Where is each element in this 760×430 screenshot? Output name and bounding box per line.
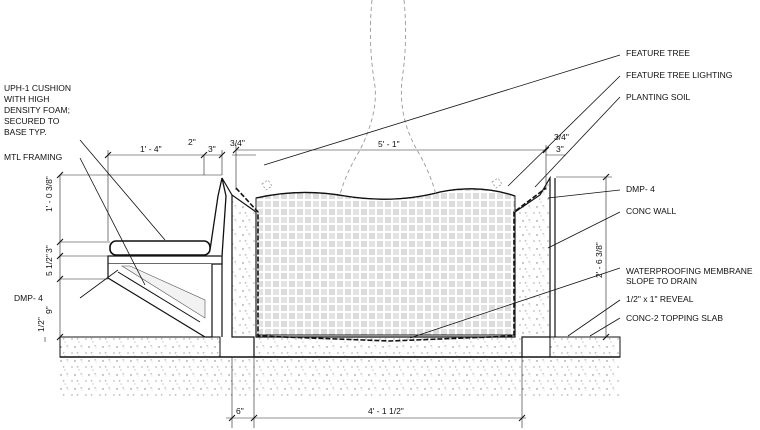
callout-mtl-framing: MTL FRAMING: [4, 152, 63, 162]
dimension-ticks: [56, 146, 610, 422]
ground: [59, 336, 621, 397]
dim-slab-height: 1/2": [36, 317, 46, 332]
dim-bench-width: 1' - 4": [140, 144, 162, 154]
callout-cushion-line-3: DENSITY FOAM;: [4, 105, 70, 115]
callout-topping-slab: CONC-2 TOPPING SLAB: [626, 313, 723, 323]
dim-bench-back-height: 1' - 0 3/8": [44, 176, 54, 212]
dim-footing-width: 4' - 1 1/2": [368, 406, 404, 416]
dim-planter-width: 5' - 1": [378, 139, 400, 149]
tree-lighting: [261, 177, 503, 191]
callout-reveal: 1/2" x 1" REVEAL: [626, 294, 694, 304]
callout-feature-tree: FEATURE TREE: [626, 48, 690, 58]
callout-waterproofing-2: SLOPE TO DRAIN: [626, 276, 698, 286]
dim-wall-height: 2' - 6 3/8": [594, 242, 604, 278]
callout-cushion-line-1: UPH-1 CUSHION: [4, 83, 72, 93]
dim-gap-34-right: 3/4": [554, 132, 569, 142]
dim-gap-3-right: 3": [556, 144, 564, 154]
callout-cushion-line-2: WITH HIGH: [4, 94, 50, 104]
callout-conc-wall: CONC WALL: [626, 206, 677, 216]
dim-footing-6: 6": [236, 406, 244, 416]
callout-cushion-line-5: BASE TYP.: [4, 127, 47, 137]
feature-tree: [339, 0, 437, 196]
callout-dmp4-right: DMP- 4: [626, 184, 655, 194]
callout-cushion-line-4: SECURED TO: [4, 116, 60, 126]
waterproofing-membrane: [235, 187, 547, 342]
callout-feature-tree-lighting: FEATURE TREE LIGHTING: [626, 70, 733, 80]
dim-gap-2: 2": [188, 137, 196, 147]
callout-waterproofing-1: WATERPROOFING MEMBRANE: [626, 266, 753, 276]
dim-cushion-height: 3": [44, 245, 54, 253]
callout-planting-soil: PLANTING SOIL: [626, 92, 691, 102]
dim-gap-3-left: 3": [208, 144, 216, 154]
callout-dmp4-left: DMP- 4: [14, 293, 43, 303]
dimension-lines: [44, 145, 612, 428]
leader-lines: [79, 54, 621, 339]
dim-seat-height: 5 1/2": [44, 254, 54, 276]
bench: [107, 177, 227, 338]
dim-gap-34-left: 3/4": [230, 138, 245, 148]
planting-soil: [255, 188, 516, 336]
dim-base-height: 9": [44, 306, 54, 314]
